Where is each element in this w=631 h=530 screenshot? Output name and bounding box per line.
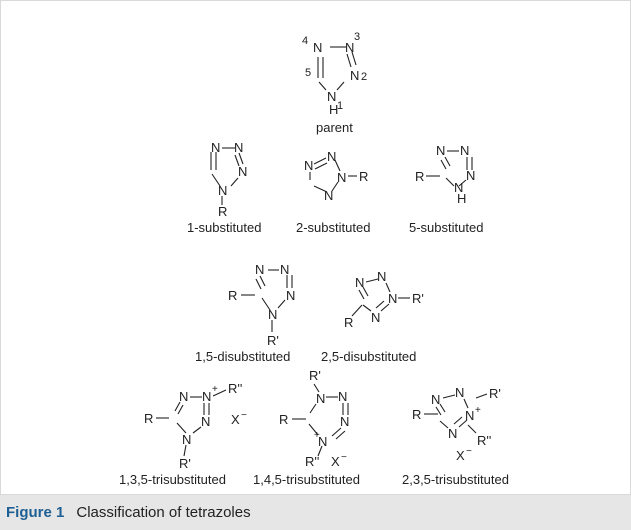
structure-2-5-disubstituted: N N N N R R' 2,5-disubstituted <box>321 269 424 364</box>
atom-n: N <box>455 385 464 400</box>
atom-n: N <box>179 389 188 404</box>
atom-n: N <box>318 434 327 449</box>
label-2-3-5-trisubstituted: 2,3,5-trisubstituted <box>402 472 509 487</box>
charge-plus: + <box>475 405 481 416</box>
structure-2-3-5-trisubstituted: N N N + N R R' R'' X − 2,3,5-trisubstitu… <box>402 385 509 487</box>
label-5-substituted: 5-substituted <box>409 220 483 235</box>
ring-number-5: 5 <box>305 67 311 79</box>
atom-n: N <box>201 414 210 429</box>
atom-n: N <box>340 414 349 429</box>
label-2-substituted: 2-substituted <box>296 220 370 235</box>
atom-n: N <box>448 426 457 441</box>
figure-caption: Figure 1 Classification of tetrazoles <box>0 495 631 530</box>
atom-n: N <box>371 310 380 325</box>
figure-caption-text: Classification of tetrazoles <box>76 504 251 521</box>
atom-n: N <box>327 149 336 164</box>
atom-n: N <box>355 275 364 290</box>
atom-n: N <box>280 262 289 277</box>
figure-frame <box>0 0 631 495</box>
atom-n: N <box>431 392 440 407</box>
atom-n: N <box>460 143 469 158</box>
atom-r: R <box>359 169 368 184</box>
structure-parent: N N N N H 1 2 3 4 5 parent <box>302 31 367 135</box>
atom-x: X <box>331 454 340 469</box>
label-parent: parent <box>316 120 353 135</box>
structure-2-substituted: N N N N R 2-substituted <box>296 149 370 235</box>
label-1-4-5-trisubstituted: 1,4,5-trisubstituted <box>253 472 360 487</box>
atom-n: N <box>211 140 220 155</box>
atom-n: N <box>234 140 243 155</box>
atom-r-double-prime: R'' <box>305 454 319 469</box>
atom-n3: N <box>345 40 354 55</box>
tetrazole-scheme: N N N N H 1 2 3 4 5 parent N N N N R 1-s… <box>119 31 509 487</box>
atom-r-double-prime: R'' <box>477 433 491 448</box>
structure-1-5-disubstituted: N N N N R R' 1,5-disubstituted <box>195 262 295 364</box>
atom-n: N <box>388 291 397 306</box>
atom-r: R <box>228 288 237 303</box>
atom-r-double-prime: R'' <box>228 381 242 396</box>
atom-x: X <box>456 448 465 463</box>
atom-n: N <box>286 288 295 303</box>
atom-r: R <box>415 169 424 184</box>
atom-n: N <box>436 143 445 158</box>
structure-1-3-5-trisubstituted: N N + N N R R' R'' X − 1,3,5-trisubstitu… <box>119 381 247 487</box>
ring-number-1: 1 <box>337 100 343 112</box>
charge-plus: + <box>212 384 218 395</box>
atom-r: R <box>279 412 288 427</box>
atom-x: X <box>231 412 240 427</box>
charge-minus: − <box>466 446 472 457</box>
charge-minus: − <box>341 452 347 463</box>
atom-r: R <box>144 411 153 426</box>
atom-n: N <box>202 389 211 404</box>
structure-1-substituted: N N N N R 1-substituted <box>187 140 261 235</box>
atom-n: N <box>218 183 227 198</box>
ring-number-3: 3 <box>354 31 360 43</box>
atom-n2: N <box>350 68 359 83</box>
charge-minus: − <box>241 410 247 421</box>
atom-n4: N <box>313 40 322 55</box>
atom-r: R <box>344 315 353 330</box>
atom-n: N <box>182 432 191 447</box>
atom-n: N <box>454 180 463 195</box>
ring-number-2: 2 <box>361 71 367 83</box>
atom-n: N <box>338 389 347 404</box>
atom-h: H <box>329 102 338 117</box>
atom-r: R <box>412 407 421 422</box>
label-1-substituted: 1-substituted <box>187 220 261 235</box>
atom-n: N <box>238 164 247 179</box>
atom-n: N <box>377 269 386 284</box>
atom-n: N <box>324 188 333 203</box>
label-2-5-disubstituted: 2,5-disubstituted <box>321 349 416 364</box>
atom-n: N <box>466 168 475 183</box>
atom-h: H <box>457 191 466 206</box>
atom-n: N <box>268 307 277 322</box>
label-1-5-disubstituted: 1,5-disubstituted <box>195 349 290 364</box>
atom-r-prime: R' <box>489 386 501 401</box>
atom-n1: N <box>327 89 336 104</box>
atom-r-prime: R' <box>412 291 424 306</box>
atom-n: N <box>337 170 346 185</box>
ring-number-4: 4 <box>302 35 308 47</box>
atom-n: N <box>255 262 264 277</box>
charge-plus: + <box>314 430 320 441</box>
atom-r-prime: R' <box>309 368 321 383</box>
atom-r: R <box>218 204 227 219</box>
figure-label: Figure 1 <box>6 504 65 521</box>
atom-n: N <box>304 158 313 173</box>
atom-r-prime: R' <box>267 333 279 348</box>
atom-n: N <box>316 391 325 406</box>
atom-r-prime: R' <box>179 456 191 471</box>
atom-n: N <box>465 408 474 423</box>
structure-1-4-5-trisubstituted: R' N N N N + R R'' X − 1,4,5-trisubstitu… <box>253 368 360 487</box>
structure-5-substituted: N N N N H R 5-substituted <box>409 143 483 235</box>
label-1-3-5-trisubstituted: 1,3,5-trisubstituted <box>119 472 226 487</box>
